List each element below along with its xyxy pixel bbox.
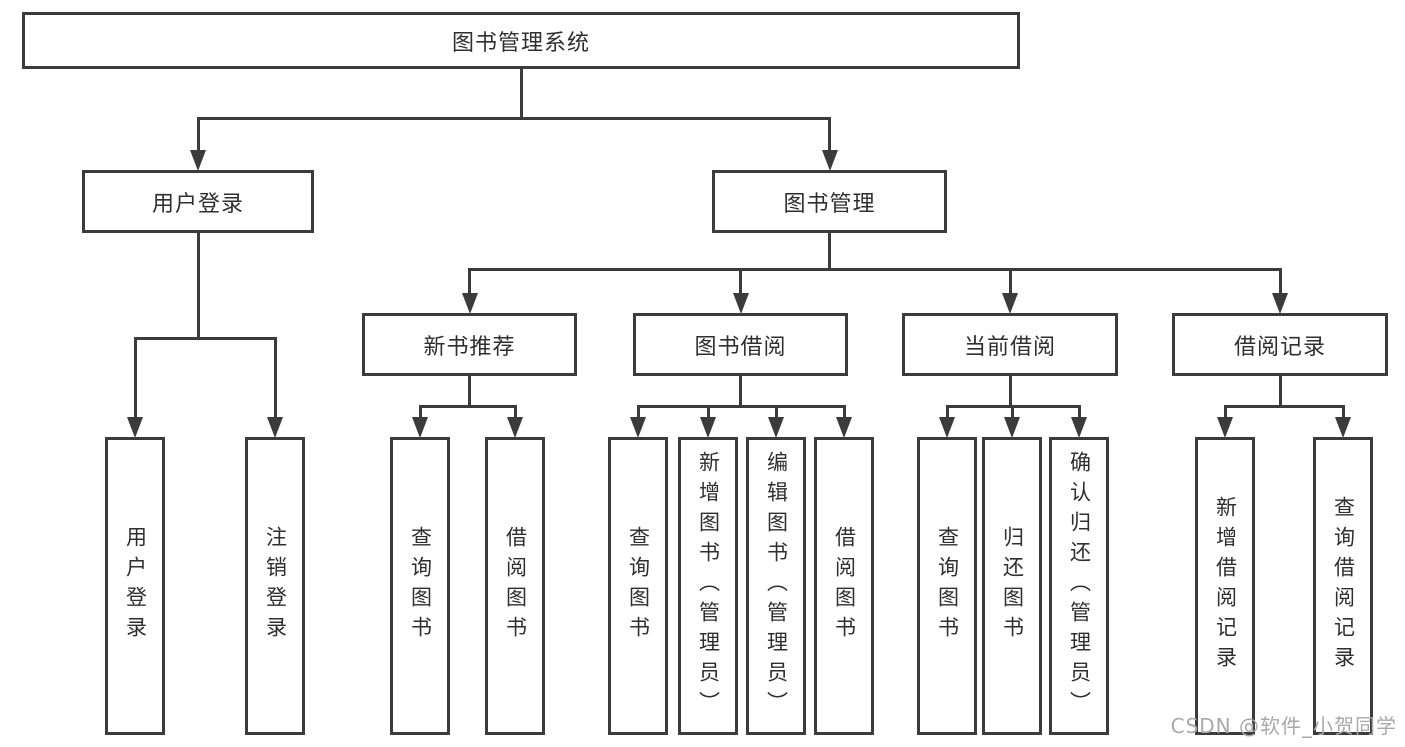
arrow-down-icon [1002, 293, 1018, 314]
connector-line-vertical [774, 405, 778, 419]
node-label: 归还图书 [1000, 526, 1025, 646]
node-cb-confirm: 确认归还（管理员） [1049, 437, 1109, 735]
node-label: 借阅图书 [503, 526, 528, 646]
connector-line-vertical [636, 405, 640, 419]
connector-line-vertical [828, 233, 831, 271]
node-current-borrow: 当前借阅 [902, 313, 1118, 376]
node-label: 新增借阅记录 [1213, 496, 1238, 676]
arrow-down-icon [1335, 417, 1351, 438]
connector-line-vertical [842, 405, 846, 419]
node-label: 查询借阅记录 [1331, 496, 1356, 676]
node-label: 借阅图书 [832, 526, 857, 646]
node-label: 注销登录 [263, 526, 288, 646]
connector-line-vertical [706, 405, 710, 419]
arrow-down-icon [1272, 293, 1288, 314]
connector-line-vertical [513, 405, 517, 419]
node-leaf-logout: 注销登录 [245, 437, 305, 735]
connector-line-horizontal [196, 117, 831, 120]
node-user-login: 用户登录 [82, 170, 314, 233]
node-label: 查询图书 [626, 526, 651, 646]
arrow-down-icon [836, 417, 852, 438]
node-nb-query: 查询图书 [390, 437, 450, 735]
arrow-down-icon [939, 417, 955, 438]
arrow-down-icon [127, 417, 143, 438]
connector-line-vertical [1223, 405, 1227, 419]
node-bb-query: 查询图书 [608, 437, 668, 735]
node-br-query: 查询借阅记录 [1313, 437, 1373, 735]
node-borrow-record: 借阅记录 [1172, 313, 1388, 376]
connector-line-horizontal [468, 268, 1282, 271]
node-label: 用户登录 [151, 191, 244, 217]
node-label: 查询图书 [935, 526, 960, 646]
watermark: CSDN @软件_小贺同学 [1170, 714, 1397, 738]
arrow-down-icon [507, 417, 523, 438]
connector-line-vertical [273, 337, 277, 419]
arrow-down-icon [768, 417, 784, 438]
node-bb-borrow: 借阅图书 [814, 437, 874, 735]
connector-line-vertical [1010, 405, 1014, 419]
arrow-down-icon [461, 293, 478, 314]
connector-line-vertical [468, 376, 471, 408]
node-label: 图书借阅 [694, 334, 787, 360]
connector-line-vertical [945, 405, 949, 419]
node-label: 新书推荐 [423, 334, 516, 360]
node-label: 当前借阅 [963, 334, 1056, 360]
node-label: 用户登录 [123, 526, 148, 646]
node-cb-query: 查询图书 [917, 437, 977, 735]
node-bb-add: 新增图书（管理员） [678, 437, 738, 735]
connector-line-vertical [1008, 376, 1012, 408]
arrow-down-icon [1071, 417, 1087, 438]
node-label: 查询图书 [408, 526, 433, 646]
node-leaf-user-login: 用户登录 [105, 437, 165, 735]
node-cb-return: 归还图书 [982, 437, 1042, 735]
connector-line-vertical [1341, 405, 1345, 419]
node-root: 图书管理系统 [22, 12, 1020, 69]
connector-line-horizontal [418, 405, 517, 408]
connector-line-vertical [519, 69, 523, 120]
node-br-add: 新增借阅记录 [1195, 437, 1255, 735]
node-label: 图书管理 [783, 191, 876, 217]
node-label: 新增图书（管理员） [696, 451, 721, 721]
arrow-down-icon [412, 417, 428, 438]
node-label: 借阅记录 [1233, 334, 1326, 360]
arrow-down-icon [700, 417, 716, 438]
connector-line-vertical [1077, 405, 1081, 419]
arrow-down-icon [1004, 417, 1020, 438]
connector-line-vertical [739, 268, 742, 295]
connector-line-vertical [196, 233, 200, 340]
connector-line-horizontal [636, 405, 846, 408]
node-bb-edit: 编辑图书（管理员） [746, 437, 806, 735]
arrow-down-icon [630, 417, 646, 438]
connector-line-vertical [1278, 376, 1282, 408]
connector-line-vertical [418, 405, 422, 419]
node-book-mgmt: 图书管理 [712, 170, 947, 233]
node-book-borrow: 图书借阅 [633, 313, 848, 376]
arrow-down-icon [267, 417, 283, 438]
node-label: 编辑图书（管理员） [764, 451, 789, 721]
connector-line-vertical [196, 117, 200, 152]
connector-line-vertical [468, 268, 471, 295]
connector-line-vertical [739, 376, 742, 408]
arrow-down-icon [821, 150, 838, 171]
arrow-down-icon [190, 150, 206, 171]
node-label: 图书管理系统 [451, 30, 590, 56]
node-new-book-rec: 新书推荐 [362, 313, 577, 376]
node-label: 确认归还（管理员） [1067, 451, 1092, 721]
node-nb-borrow: 借阅图书 [485, 437, 545, 735]
connector-line-vertical [828, 117, 831, 152]
connector-line-vertical [133, 337, 137, 419]
connector-line-horizontal [133, 337, 277, 340]
connector-line-vertical [1278, 268, 1282, 295]
connector-line-horizontal [1223, 405, 1345, 408]
connector-line-vertical [1008, 268, 1012, 295]
arrow-down-icon [1217, 417, 1233, 438]
arrow-down-icon [732, 293, 749, 314]
